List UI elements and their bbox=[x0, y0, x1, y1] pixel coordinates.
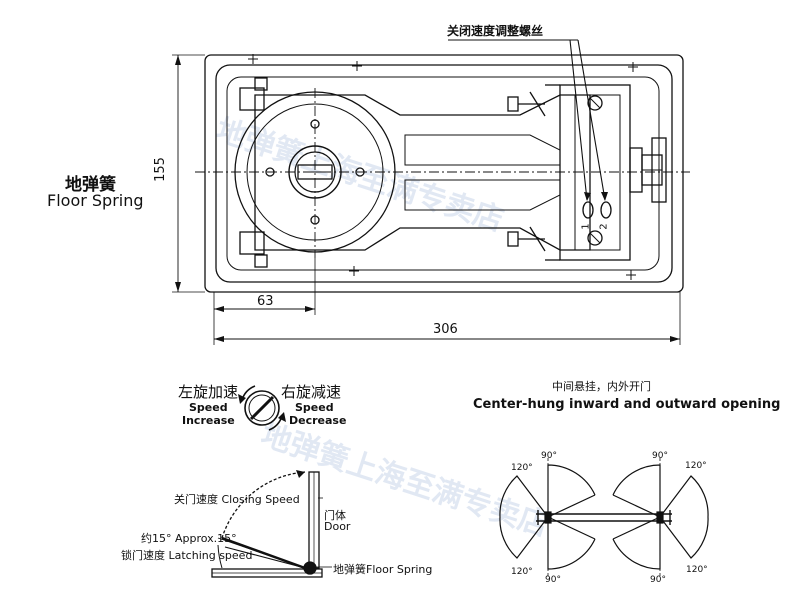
angle-90-left-top: 90° bbox=[541, 451, 557, 461]
opening-title-en: Center-hung inward and outward opening bbox=[473, 397, 781, 412]
speed-right-en-1: Speed bbox=[295, 401, 334, 414]
angle-90-right-bottom: 90° bbox=[650, 575, 666, 585]
angle-120-left-top: 120° bbox=[511, 463, 533, 473]
door-swing-diagram bbox=[211, 470, 332, 578]
angle-120-left-bottom: 120° bbox=[511, 567, 533, 577]
angle-90-left-bottom: 90° bbox=[545, 575, 561, 585]
speed-right-en-2: Decrease bbox=[289, 414, 347, 427]
adjust-screw-2 bbox=[600, 201, 612, 219]
angle-90-right-top: 90° bbox=[652, 451, 668, 461]
door-cn-label: 门体 bbox=[324, 509, 346, 522]
opening-diagram bbox=[499, 458, 709, 576]
housing-inner-2 bbox=[226, 76, 660, 271]
speed-right-cn: 右旋减速 bbox=[281, 383, 342, 401]
adjust-screw-1 bbox=[582, 201, 594, 219]
speed-left-en-1: Speed bbox=[189, 401, 228, 414]
speed-left-en-2: Increase bbox=[182, 414, 235, 427]
dim-height-label: 155 bbox=[152, 157, 168, 182]
angle-120-right-top: 120° bbox=[685, 461, 707, 471]
floor-spring-label: 地弹簧Floor Spring bbox=[333, 563, 433, 576]
housing-inner bbox=[215, 64, 673, 283]
closing-speed-label: 关门速度 Closing Speed bbox=[174, 493, 300, 506]
dim-offset-label: 63 bbox=[257, 294, 274, 309]
screw-number-1: 1 bbox=[580, 223, 592, 230]
product-name-cn: 地弹簧 bbox=[65, 175, 116, 195]
door-en-label: Door bbox=[324, 520, 351, 533]
housing-outer bbox=[204, 54, 684, 293]
speed-left-cn: 左旋加速 bbox=[178, 383, 239, 401]
approx-label: 约15° Approx.15° bbox=[141, 532, 237, 545]
opening-title-cn: 中间悬挂，内外开门 bbox=[552, 380, 651, 393]
dim-length-label: 306 bbox=[433, 322, 458, 337]
latching-speed-label: 锁门速度 Latching speed bbox=[121, 549, 253, 562]
screw-number-2: 2 bbox=[598, 223, 610, 230]
speed-dial-icon bbox=[238, 385, 286, 431]
product-name-en: Floor Spring bbox=[47, 191, 144, 210]
angle-120-right-bottom: 120° bbox=[686, 565, 708, 575]
adjust-screw-label: 关闭速度调整螺丝 bbox=[447, 24, 544, 38]
